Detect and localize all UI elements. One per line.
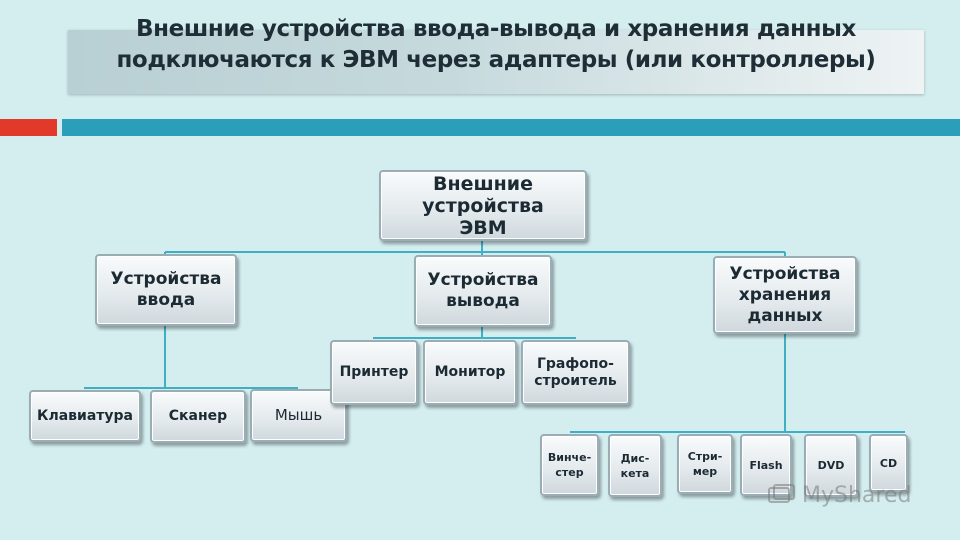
node-root: Внешние устройства ЭВМ — [379, 170, 587, 241]
node-monitor: Монитор — [423, 340, 517, 405]
node-floppy: Дис- кета — [608, 434, 662, 497]
watermark: MyShared — [768, 480, 938, 510]
watermark-text: MyShared — [802, 482, 912, 508]
node-input-devices: Устройства ввода — [95, 254, 237, 326]
accent-bar-teal — [62, 119, 960, 136]
node-dvd: DVD — [804, 434, 858, 497]
node-scanner: Сканер — [150, 390, 246, 443]
slide-title: Внешние устройства ввода-вывода и хранен… — [116, 16, 876, 73]
title-banner — [68, 30, 924, 94]
accent-bar-red — [0, 119, 57, 136]
node-output-devices: Устройства вывода — [414, 255, 552, 327]
node-streamer: Стри- мер — [677, 434, 733, 494]
node-hard-drive: Винче- стер — [540, 434, 599, 496]
node-keyboard: Клавиатура — [29, 390, 141, 442]
node-storage-devices: Устройства хранения данных — [713, 256, 857, 334]
node-cd: CD — [869, 434, 908, 492]
node-plotter: Графопо- строитель — [521, 340, 630, 405]
watermark-logo-icon — [768, 484, 795, 503]
node-printer: Принтер — [330, 340, 418, 405]
